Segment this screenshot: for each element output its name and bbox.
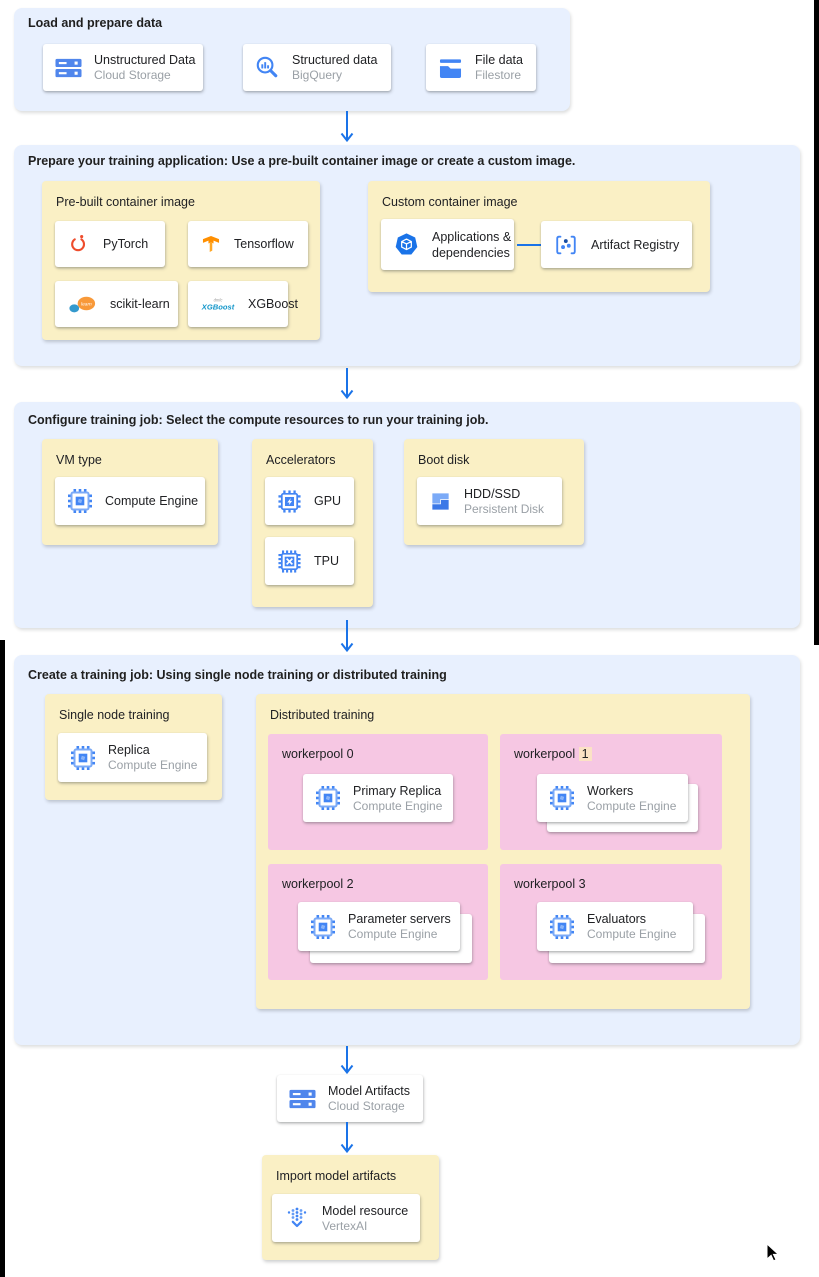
group-boot-disk-label: Boot disk xyxy=(418,453,470,467)
compute-engine-icon xyxy=(70,745,96,771)
card-title: Primary Replica xyxy=(353,783,442,798)
group-vm-type-label: VM type xyxy=(56,453,102,467)
section-configure-title: Configure training job: Select the compu… xyxy=(28,413,489,427)
card-title: XGBoost xyxy=(248,297,299,311)
card-artifact-registry: Artifact Registry xyxy=(541,221,692,268)
card-scikit-learn: learn scikit-learn xyxy=(55,281,178,327)
card-title: Model resource xyxy=(322,1203,409,1218)
card-title: Evaluators xyxy=(587,912,647,926)
workerpool-2-label: workerpool 2 xyxy=(282,877,354,891)
svg-text:dmlc: dmlc xyxy=(214,298,224,303)
compute-engine-icon xyxy=(549,785,575,811)
card-title: File data xyxy=(475,53,523,67)
card-subtitle: Filestore xyxy=(475,68,522,82)
card-tpu: TPU xyxy=(265,537,354,585)
card-title: HDD/SSD xyxy=(464,486,521,501)
card-title: Model Artifacts xyxy=(328,1084,410,1098)
flow-arrow-down xyxy=(340,620,354,652)
gpu-icon xyxy=(277,489,302,514)
group-distributed-label: Distributed training xyxy=(270,708,375,722)
pytorch-icon xyxy=(67,232,91,256)
card-subtitle: Cloud Storage xyxy=(94,68,171,82)
card-title: GPU xyxy=(314,494,342,508)
card-title: TPU xyxy=(314,554,339,568)
card-subtitle: Compute Engine xyxy=(587,798,677,813)
card-title: Artifact Registry xyxy=(591,237,680,252)
screenshot-edge-artifact xyxy=(0,640,5,1277)
group-single-node-label: Single node training xyxy=(59,708,170,722)
card-subtitle: Compute Engine xyxy=(587,927,677,941)
cloud-storage-icon xyxy=(289,1089,316,1109)
group-prebuilt-label: Pre-built container image xyxy=(56,195,195,209)
search-highlight: 1 xyxy=(578,747,592,761)
tensorflow-icon xyxy=(200,232,222,256)
flow-arrow-down xyxy=(340,1122,354,1153)
flow-arrow-down xyxy=(340,368,354,399)
vertex-ai-icon xyxy=(284,1205,310,1231)
card-gpu: GPU xyxy=(265,477,354,525)
mouse-pointer-icon xyxy=(766,1243,780,1263)
card-title: Tensorflow xyxy=(234,237,294,251)
card-title: Compute Engine xyxy=(105,494,199,508)
group-accelerators-label: Accelerators xyxy=(266,453,336,467)
compute-engine-icon xyxy=(310,914,336,940)
scikit-learn-icon: learn xyxy=(67,294,98,314)
bigquery-icon xyxy=(255,55,280,80)
svg-text:learn: learn xyxy=(81,301,92,307)
flow-arrow-down xyxy=(340,111,354,142)
card-title: scikit-learn xyxy=(110,297,170,311)
card-subtitle: Compute Engine xyxy=(353,798,443,813)
card-title: Applications & dependencies xyxy=(432,229,512,260)
section-prepare-title: Prepare your training application: Use a… xyxy=(28,154,576,168)
flow-arrow-down xyxy=(340,1046,354,1074)
group-import-label: Import model artifacts xyxy=(276,1169,397,1183)
filestore-icon xyxy=(438,57,463,79)
workerpool-0-label: workerpool 0 xyxy=(282,747,354,761)
card-subtitle: VertexAI xyxy=(322,1218,368,1233)
card-tensorflow: Tensorflow xyxy=(188,221,308,267)
card-pytorch: PyTorch xyxy=(55,221,165,267)
section-create-title: Create a training job: Using single node… xyxy=(28,668,447,682)
card-title: Unstructured Data xyxy=(94,53,196,67)
card-subtitle: Cloud Storage xyxy=(328,1099,405,1113)
card-subtitle: Persistent Disk xyxy=(464,501,545,516)
screenshot-edge-artifact xyxy=(814,0,819,645)
compute-engine-icon xyxy=(67,488,93,514)
workerpool-3-label: workerpool 3 xyxy=(514,877,586,891)
artifact-registry-icon xyxy=(553,233,579,257)
applications-icon xyxy=(393,231,420,258)
compute-engine-icon xyxy=(315,785,341,811)
card-title: Replica xyxy=(108,743,150,757)
persistent-disk-icon xyxy=(429,490,452,513)
card-subtitle: Compute Engine xyxy=(348,927,438,941)
card-applications-dependencies: Applications & dependencies xyxy=(381,219,514,270)
card-subtitle: BigQuery xyxy=(292,68,343,82)
card-title: PyTorch xyxy=(103,237,149,251)
workerpool-1-label: workerpool 1 xyxy=(514,747,592,761)
compute-engine-icon xyxy=(549,914,575,940)
card-title: Parameter servers xyxy=(348,912,451,926)
svg-text:XGBoost: XGBoost xyxy=(201,303,235,312)
cloud-storage-icon xyxy=(55,58,82,78)
card-title: Structured data xyxy=(292,53,378,67)
group-custom-label: Custom container image xyxy=(382,195,518,209)
card-subtitle: Compute Engine xyxy=(108,758,198,772)
card-title: Workers xyxy=(587,783,634,798)
section-load-title: Load and prepare data xyxy=(28,16,163,30)
card-compute-engine: Compute Engine xyxy=(55,477,205,525)
tpu-icon xyxy=(277,549,302,574)
